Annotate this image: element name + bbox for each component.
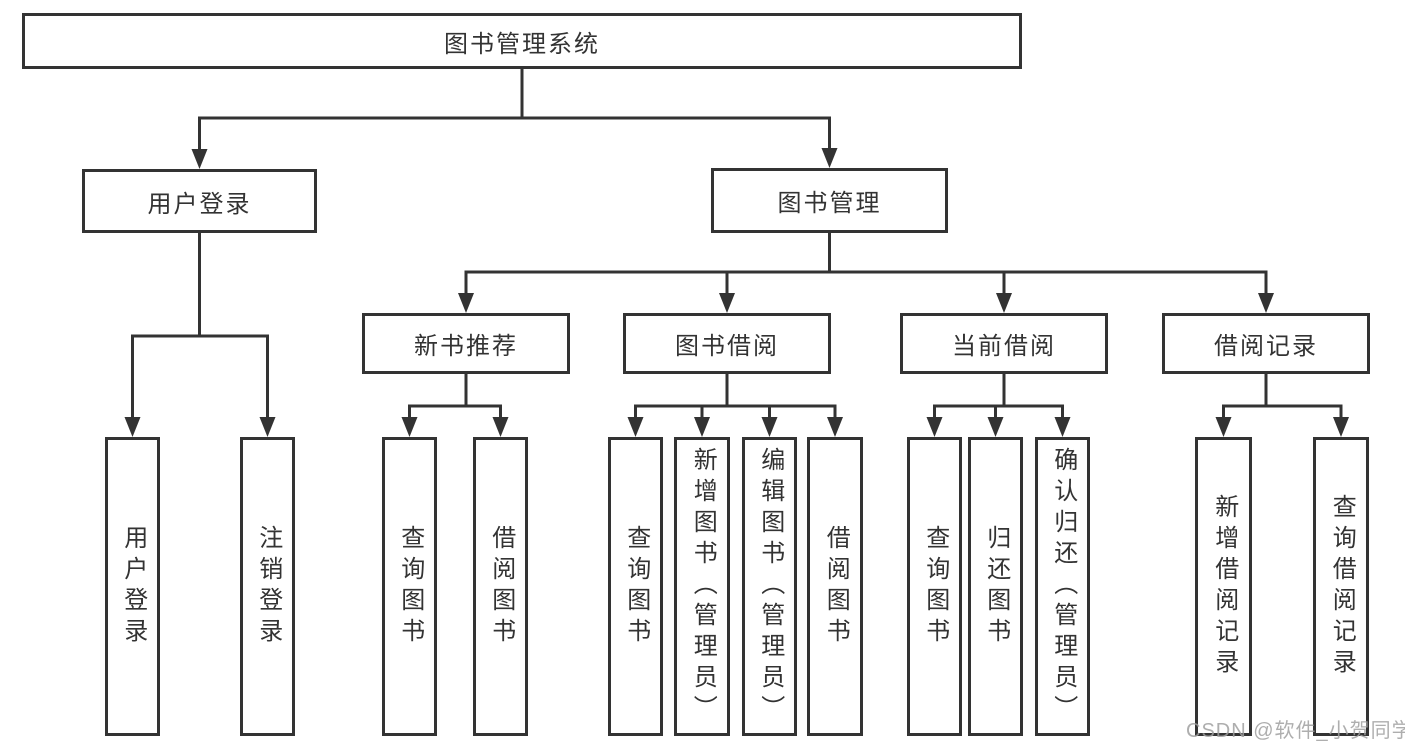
leaf-user-login: 用户登录 (105, 437, 160, 736)
leaf-query-books-borrow-label: 查询图书 (622, 524, 650, 649)
leaf-add-borrow-record-label: 新增借阅记录 (1210, 493, 1238, 680)
leaf-add-books-admin-label: 新增图书（管理员） (689, 447, 717, 726)
leaf-logout-label: 注销登录 (254, 524, 282, 649)
leaf-user-login-label: 用户登录 (119, 524, 147, 649)
node-new-book-recommend: 新书推荐 (362, 313, 570, 374)
node-user-login: 用户登录 (82, 169, 317, 233)
leaf-query-books-recommend-label: 查询图书 (396, 524, 424, 649)
leaf-confirm-return-admin-label: 确认归还（管理员） (1049, 447, 1077, 726)
node-borrowing-records: 借阅记录 (1162, 313, 1370, 374)
leaf-logout: 注销登录 (240, 437, 295, 736)
leaf-borrow-books-recommend: 借阅图书 (473, 437, 528, 736)
node-root: 图书管理系统 (22, 13, 1022, 69)
node-current-borrowing-label: 当前借阅 (952, 333, 1056, 360)
leaf-query-books-current: 查询图书 (907, 437, 962, 736)
leaf-query-books-current-label: 查询图书 (921, 524, 949, 649)
leaf-confirm-return-admin: 确认归还（管理员） (1035, 437, 1090, 736)
leaf-return-books-label: 归还图书 (982, 524, 1010, 649)
leaf-add-borrow-record: 新增借阅记录 (1195, 437, 1252, 736)
leaf-borrow-books-borrow-label: 借阅图书 (822, 524, 850, 649)
csdn-watermark: CSDN @软件_小贺同学 (1186, 720, 1405, 742)
node-book-borrowing: 图书借阅 (623, 313, 831, 374)
leaf-borrow-books-borrow: 借阅图书 (807, 437, 863, 736)
node-book-management-label: 图书管理 (777, 190, 882, 217)
leaf-add-books-admin: 新增图书（管理员） (674, 437, 730, 736)
node-book-borrowing-label: 图书借阅 (675, 333, 779, 360)
node-root-label: 图书管理系统 (444, 30, 600, 58)
node-user-login-label: 用户登录 (147, 190, 252, 218)
node-current-borrowing: 当前借阅 (900, 313, 1108, 374)
leaf-query-borrow-record: 查询借阅记录 (1313, 437, 1369, 736)
leaf-borrow-books-recommend-label: 借阅图书 (487, 524, 515, 649)
node-new-book-recommend-label: 新书推荐 (414, 333, 518, 360)
leaf-query-books-borrow: 查询图书 (608, 437, 663, 736)
leaf-query-books-recommend: 查询图书 (382, 437, 437, 736)
node-book-management: 图书管理 (711, 168, 948, 233)
node-borrowing-records-label: 借阅记录 (1214, 333, 1318, 360)
leaf-edit-books-admin-label: 编辑图书（管理员） (756, 447, 784, 726)
leaf-return-books: 归还图书 (968, 437, 1023, 736)
leaf-query-borrow-record-label: 查询借阅记录 (1328, 493, 1356, 680)
leaf-edit-books-admin: 编辑图书（管理员） (742, 437, 797, 736)
